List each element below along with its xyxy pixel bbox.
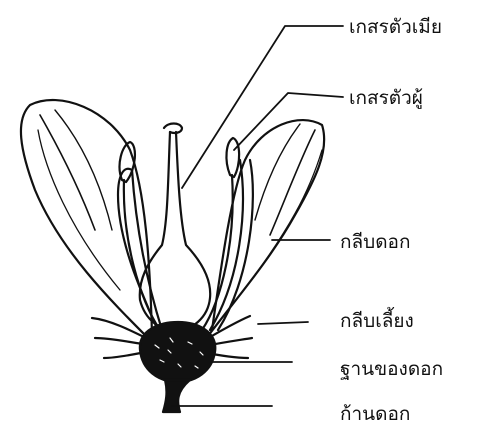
label-pistil: เกสรตัวเมีย [349,16,442,38]
label-receptacle: ฐานของดอก [340,358,443,380]
leader-sepal [258,322,308,324]
label-petal: กลีบดอก [340,231,410,253]
label-pedicel: ก้านดอก [340,403,410,425]
receptacle [140,322,215,382]
label-sepal: กลีบเลี้ยง [340,307,414,332]
label-stamen: เกสรตัวผู้ [349,87,423,109]
left-petal [21,100,152,340]
pedicel [163,380,190,412]
